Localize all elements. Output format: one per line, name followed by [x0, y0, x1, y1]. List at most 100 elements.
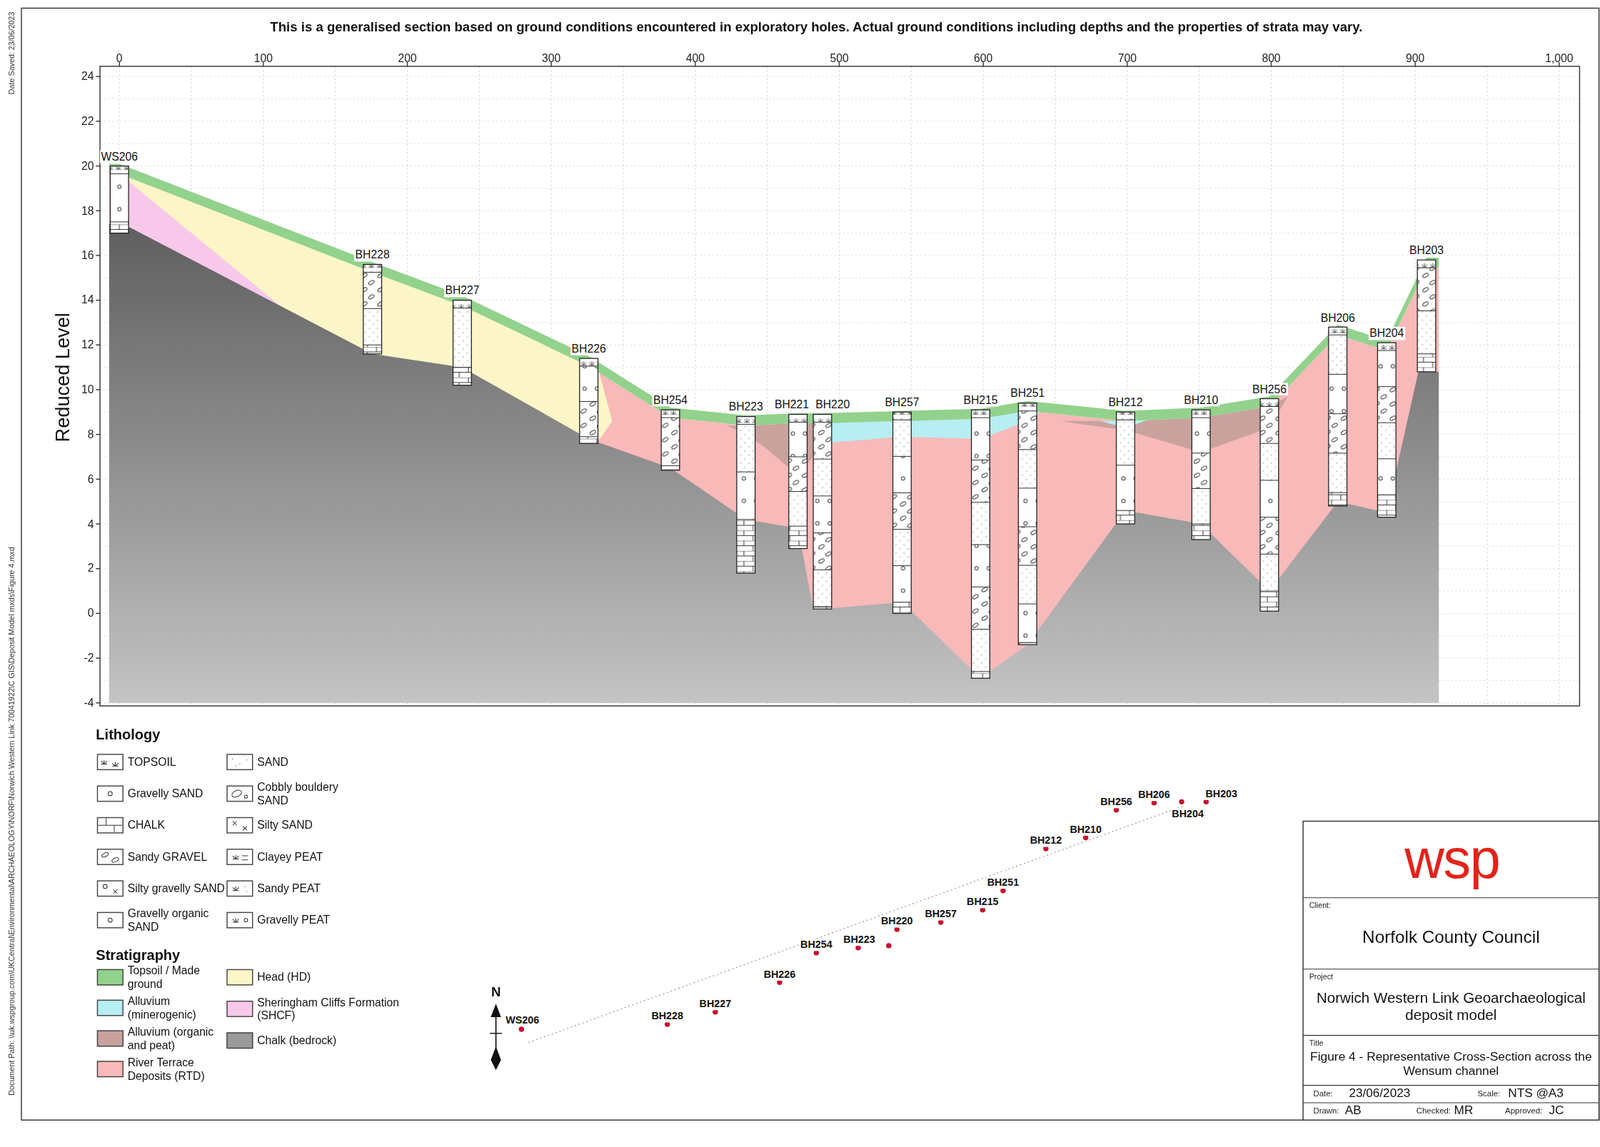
borehole-log [893, 529, 912, 567]
lithology-symbol [97, 755, 123, 770]
title-block [1302, 821, 1599, 1121]
legend-text: Gravelly SAND [127, 787, 226, 801]
borehole-label: BH223 [727, 400, 764, 414]
borehole-log [788, 491, 808, 492]
plan-borehole-label: BH215 [965, 896, 1000, 908]
borehole-log [971, 409, 991, 418]
title-block [1302, 821, 1599, 1121]
borehole-log [1417, 310, 1436, 312]
borehole-log [1377, 350, 1396, 352]
plan-borehole-label: BH204 [1170, 808, 1205, 820]
section-line [528, 806, 1184, 1044]
margin-note: Document Path: \\uk.wspgroup.com\UKCentr… [7, 546, 17, 1096]
borehole-log [363, 344, 382, 355]
title-block [1302, 1035, 1599, 1036]
borehole-log [1191, 488, 1211, 490]
lithology-symbol [97, 881, 123, 897]
borehole-log [788, 421, 808, 423]
legend-text: Sandy PEAT [257, 882, 360, 896]
borehole-log [1260, 554, 1279, 592]
plan-borehole-label: BH220 [880, 915, 914, 927]
axis-tick-label: -4 [84, 696, 95, 710]
borehole-log [1260, 399, 1279, 612]
axis-tick-label: 600 [973, 51, 993, 65]
borehole-log [971, 586, 991, 588]
borehole-location [886, 943, 892, 949]
borehole-log [1018, 403, 1037, 645]
borehole-log [1328, 492, 1348, 507]
lithology-symbol [97, 848, 124, 866]
axis-tick-label: 900 [1405, 51, 1425, 65]
lithology-symbol [226, 753, 253, 771]
lithology-symbol [97, 817, 124, 834]
borehole-log [453, 307, 472, 309]
legend-text: Alluvium (minerogenic) [127, 995, 226, 1021]
borehole-location [1178, 799, 1184, 805]
borehole-log [1191, 453, 1211, 490]
borehole-log [1377, 494, 1396, 496]
borehole-log [1260, 480, 1279, 518]
borehole-log [1328, 413, 1348, 415]
grid-line [1487, 66, 1488, 707]
borehole-log [1116, 419, 1136, 465]
axis-tick-label: 0 [116, 51, 123, 65]
axis-tick-label: 100 [254, 51, 273, 65]
borehole-log [1260, 591, 1279, 612]
borehole-log [579, 436, 599, 437]
borehole-log [788, 491, 808, 527]
lithology-symbol [226, 880, 253, 897]
grid-line [1558, 66, 1560, 707]
borehole-log [1417, 259, 1436, 372]
lithology-symbol [97, 785, 124, 802]
borehole-log [453, 366, 472, 368]
borehole-log [736, 416, 756, 574]
borehole-log [1116, 510, 1136, 525]
borehole-log [1018, 403, 1037, 412]
axis-tick [95, 344, 100, 346]
lithology-symbol [227, 755, 253, 770]
borehole-log [813, 459, 832, 460]
title-block-cell: TitleFigure 4 - Representative Cross-Sec… [1302, 1035, 1599, 1086]
borehole-log [1191, 417, 1211, 454]
legend-swatch [226, 969, 253, 986]
chart-frame [99, 66, 1580, 707]
borehole-log [1417, 354, 1436, 372]
lithology-symbol [226, 848, 253, 866]
borehole-log [893, 565, 912, 567]
borehole-log [1417, 267, 1436, 311]
axis-tick-label: 500 [829, 51, 849, 65]
borehole-log [1260, 406, 1279, 444]
grid-line [99, 187, 1580, 189]
borehole-log [971, 586, 991, 630]
borehole-log [788, 456, 808, 458]
borehole-log [1116, 464, 1136, 466]
borehole-label: BH203 [1408, 244, 1446, 258]
borehole-log [1377, 422, 1396, 424]
axis-tick-label: 2 [87, 562, 95, 576]
borehole-log [1328, 326, 1348, 335]
borehole-log [363, 272, 382, 273]
plan-borehole-label: BH254 [799, 938, 834, 951]
borehole-log [1260, 443, 1279, 445]
borehole-location [1043, 846, 1049, 852]
borehole-log [1018, 526, 1037, 527]
lithology-symbol [97, 912, 124, 929]
borehole-log [1328, 374, 1348, 375]
borehole-log [893, 566, 912, 603]
axis-tick [95, 75, 100, 77]
axis-tick-label: 6 [87, 472, 95, 486]
borehole-log [893, 419, 912, 421]
borehole-log [1260, 406, 1279, 407]
borehole-log [1018, 526, 1037, 566]
borehole-location [980, 907, 986, 913]
legend-text: Topsoil / Made ground [127, 964, 226, 991]
margin-note: Date Saved: 23/06/2023 [7, 12, 17, 95]
grid-line [99, 76, 1580, 78]
legend-text: Silty SAND [257, 818, 360, 832]
plan-borehole-label: BH203 [1204, 788, 1239, 800]
legend-text: River Terrace Deposits (RTD) [127, 1056, 226, 1083]
borehole-log [736, 519, 756, 574]
borehole-log [1377, 422, 1396, 460]
borehole-log [109, 173, 129, 175]
borehole-log [971, 417, 991, 460]
